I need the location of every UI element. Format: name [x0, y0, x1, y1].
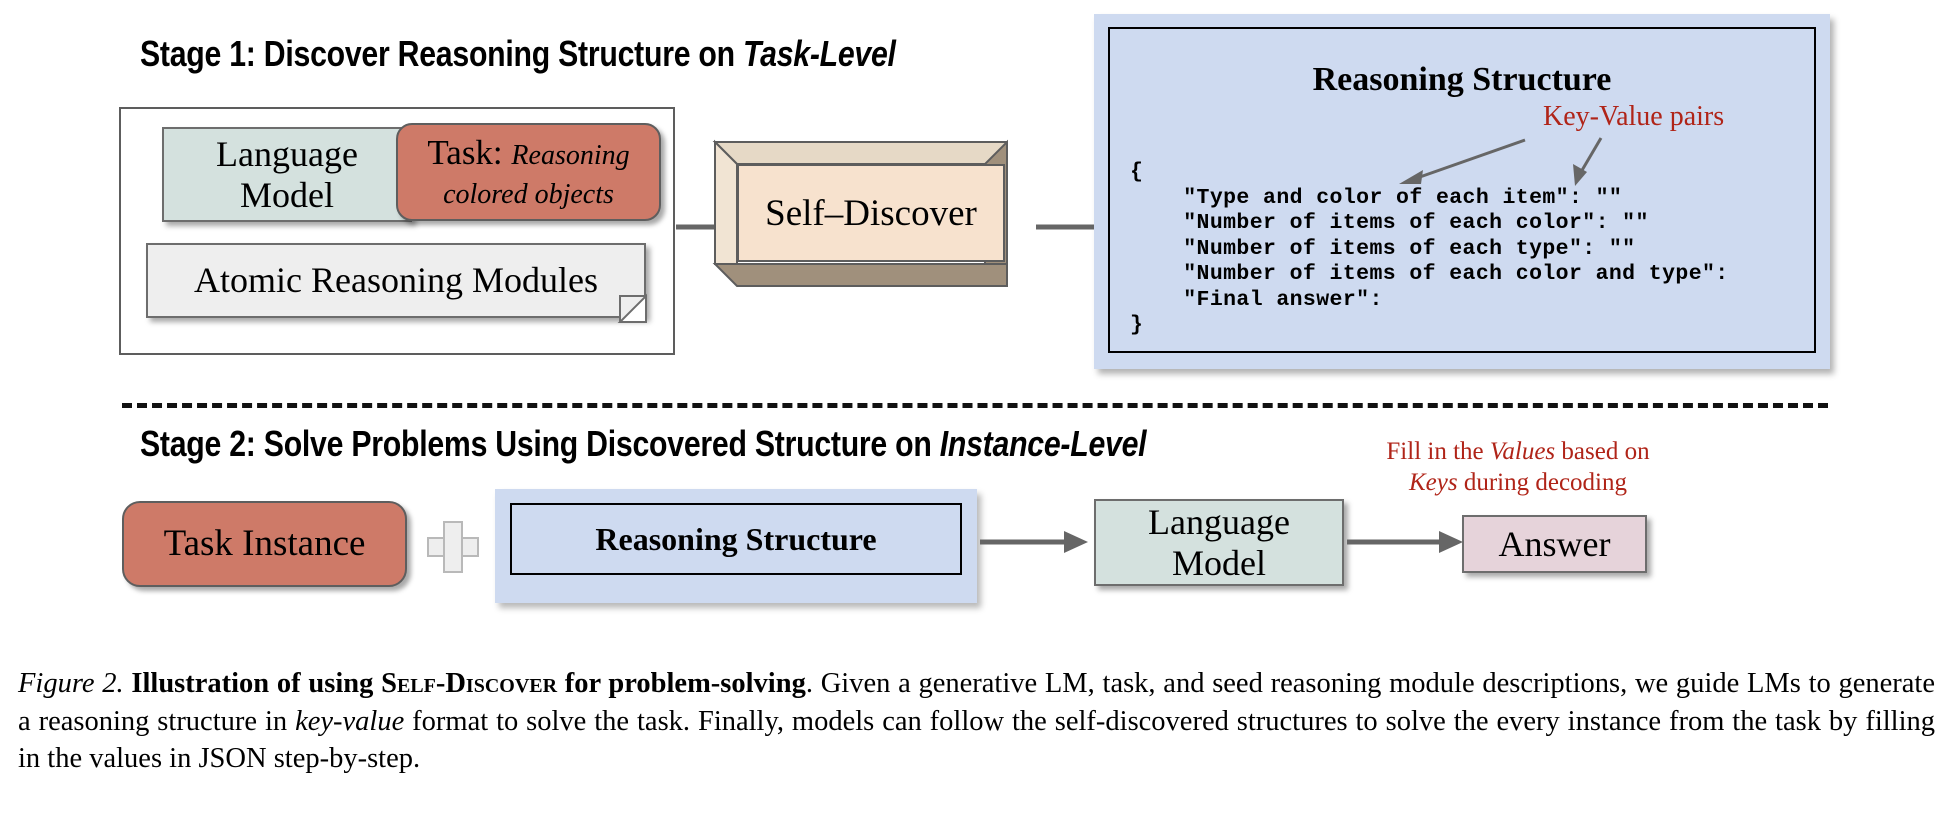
page-fold-icon	[617, 293, 647, 323]
language-model-label-stage2: Language Model	[1148, 502, 1290, 583]
reasoning-structure-box-stage2: Reasoning Structure	[495, 489, 977, 603]
reasoning-structure-title: Reasoning Structure	[1312, 61, 1612, 98]
reasoning-structure-code: { "Type and color of each item": "" "Num…	[1130, 160, 1729, 339]
code-line-3: "Number of items of each type": ""	[1130, 236, 1636, 261]
fill-annotation-part1: Fill in the	[1386, 438, 1490, 465]
stage-separator	[122, 403, 1828, 408]
fill-annotation-keys: Keys	[1408, 468, 1458, 496]
stage1-title: Stage 1: Discover Reasoning Structure on…	[140, 33, 896, 75]
arrow-structure-to-lm	[980, 531, 1088, 553]
task-value: Reasoning colored objects	[443, 139, 630, 210]
figure-caption: Figure 2. Illustration of using Self-Dis…	[18, 665, 1935, 778]
self-discover-block: Self–Discover	[712, 139, 1035, 287]
code-line-6: }	[1130, 313, 1144, 337]
code-line-2: "Number of items of each color": ""	[1130, 211, 1649, 235]
stage2-title-text: Stage 2: Solve Problems Using Discovered…	[140, 423, 940, 464]
language-model-box: Language Model	[162, 127, 412, 222]
stage2-title-emphasis: Instance-Level	[939, 423, 1147, 464]
code-line-5: "Final answer":	[1130, 287, 1383, 312]
atomic-reasoning-modules-box: Atomic Reasoning Modules	[146, 243, 646, 318]
atomic-reasoning-modules-label: Atomic Reasoning Modules	[194, 260, 598, 301]
caption-rest-2: format to solve the task. Finally, model…	[18, 705, 1935, 775]
fill-annotation-part2: based on	[1555, 438, 1650, 465]
key-value-annotation: Key-Value pairs	[1543, 101, 1725, 132]
answer-box: Answer	[1462, 515, 1647, 573]
caption-italic-1: key-value	[295, 705, 405, 737]
task-instance-box: Task Instance	[122, 501, 407, 587]
task-box: Task: Reasoning colored objects	[396, 123, 661, 221]
language-model-label: Language Model	[216, 134, 358, 215]
answer-label: Answer	[1498, 523, 1611, 564]
stage2-title: Stage 2: Solve Problems Using Discovered…	[140, 423, 1147, 465]
code-line-1: "Type and color of each item": ""	[1130, 185, 1623, 210]
stage1-title-text: Stage 1: Discover Reasoning Structure on	[140, 33, 744, 74]
caption-smallcaps: Self-Discover	[381, 668, 558, 699]
task-label: Task:	[427, 132, 503, 172]
self-discover-label: Self–Discover	[765, 192, 977, 234]
code-line-0: {	[1130, 160, 1144, 184]
self-discover-face: Self–Discover	[737, 164, 1005, 262]
reasoning-structure-inner: Reasoning Structure { "Type and color of…	[1108, 27, 1816, 353]
task-box-content: Task: Reasoning colored objects	[419, 133, 637, 211]
language-model-box-stage2: Language Model	[1094, 499, 1344, 586]
key-value-annotation-arrows	[1399, 137, 1603, 186]
code-line-4: "Number of items of each color and type"…	[1130, 262, 1729, 286]
caption-bold-a: Illustration of using	[131, 668, 382, 699]
fill-annotation-values: Values	[1489, 438, 1556, 465]
caption-rest-1: . Given a generative LM, task, and seed …	[18, 668, 1935, 737]
plus-icon	[427, 521, 479, 573]
fill-annotation-part3: during decoding	[1457, 468, 1628, 496]
reasoning-structure-label-stage2: Reasoning Structure	[595, 520, 877, 557]
reasoning-structure-panel: Reasoning Structure { "Type and color of…	[1094, 14, 1830, 369]
arrow-lm-to-answer	[1347, 531, 1463, 553]
fill-values-annotation: Fill in the Values based on Keys during d…	[1368, 437, 1668, 498]
stage1-title-emphasis: Task-Level	[743, 33, 896, 74]
task-instance-label: Task Instance	[163, 523, 366, 565]
figure-label: Figure 2.	[18, 668, 124, 699]
reasoning-structure-box-inner: Reasoning Structure	[510, 503, 962, 575]
caption-bold-b: for problem-solving	[557, 668, 806, 699]
plus-icon-center	[445, 539, 461, 555]
